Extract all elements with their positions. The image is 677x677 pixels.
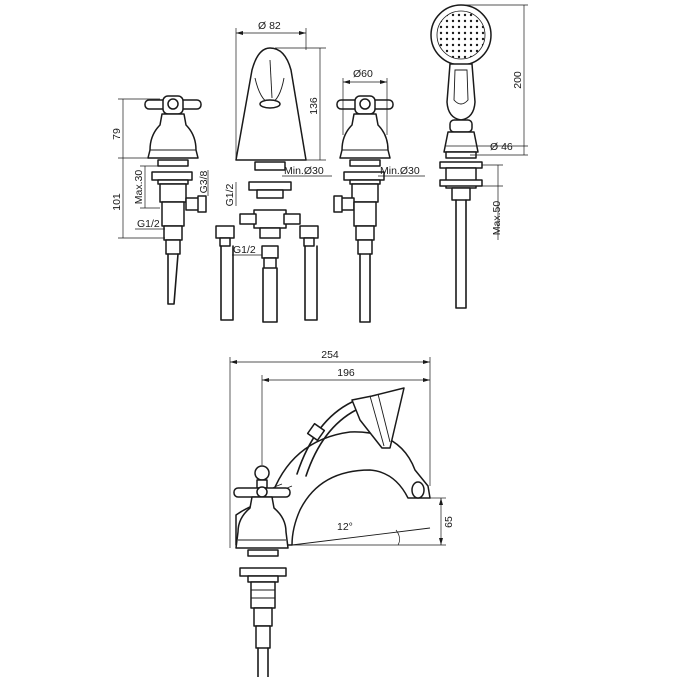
- side-view-dimensions: 254 196 65 12°: [229, 349, 455, 548]
- spout-drawing: [215, 47, 319, 323]
- dim-left-g12: G1/2: [137, 218, 160, 230]
- dim-shower-200: 200: [512, 71, 524, 89]
- dim-spout-82: Ø 82: [258, 20, 281, 32]
- dim-shower-46: Ø 46: [490, 141, 513, 153]
- spout-dimensions: Ø 82 136 Min.Ø30 G1/2 G1/2: [224, 20, 332, 256]
- left-valve-drawing: [144, 95, 207, 305]
- dim-left-101: 101: [111, 193, 123, 211]
- left-valve-dimensions: 79 101 Max.30 G3/8 G1/2: [111, 98, 210, 239]
- hand-shower-drawing: [430, 4, 492, 309]
- dim-left-g38: G3/8: [198, 170, 210, 193]
- dim-spout-g12-bottom: G1/2: [233, 244, 256, 256]
- dim-overall-254: 254: [321, 349, 339, 361]
- dim-shower-max50: Max.50: [491, 201, 503, 236]
- dim-spout-g12: G1/2: [224, 183, 236, 206]
- side-view-drawing: [233, 387, 431, 677]
- dim-left-max30: Max.30: [133, 170, 145, 205]
- hand-shower-dimensions: 200 Ø 46 Max.50: [446, 4, 528, 240]
- dim-right-60: Ø60: [353, 68, 373, 80]
- right-valve-drawing: [333, 95, 394, 323]
- dim-outlet-65: 65: [443, 516, 455, 528]
- dim-angle-12: 12°: [337, 521, 353, 533]
- dim-left-79: 79: [111, 128, 123, 140]
- dim-spout-min30: Min.Ø30: [284, 165, 324, 177]
- dim-right-min30: Min.Ø30: [380, 165, 420, 177]
- dim-spout-136: 136: [308, 97, 320, 115]
- right-valve-dimensions: Ø60 Min.Ø30: [342, 68, 425, 177]
- dim-reach-196: 196: [337, 367, 355, 379]
